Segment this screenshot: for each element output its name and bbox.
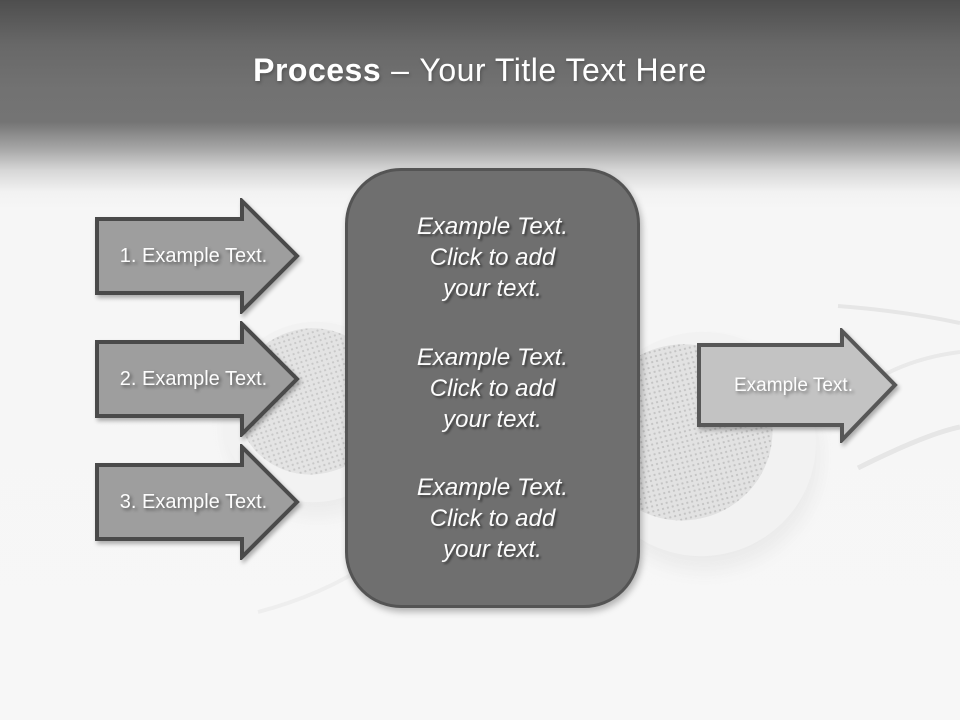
step-arrow-2-label: 2. Example Text. bbox=[119, 367, 268, 390]
panel-text-block-1[interactable]: Example Text. Click to add your text. bbox=[366, 211, 619, 304]
right-arrow-shape-icon bbox=[697, 328, 898, 443]
center-text-panel[interactable]: Example Text. Click to add your text. Ex… bbox=[345, 168, 640, 608]
slide-title-dash: – bbox=[391, 52, 410, 88]
panel-text-line: Example Text. bbox=[416, 213, 569, 240]
panel-text-line: Click to add bbox=[429, 244, 556, 271]
slide-title-keyword: Process bbox=[253, 52, 382, 88]
panel-text-block-3[interactable]: Example Text. Click to add your text. bbox=[366, 472, 619, 565]
output-arrow-label: Example Text. bbox=[734, 374, 853, 396]
right-arrow-shape-icon bbox=[95, 444, 300, 560]
panel-text-line: Example Text. bbox=[416, 343, 569, 371]
panel-text-block-2[interactable]: Example Text. Click to add your text. bbox=[366, 342, 619, 435]
step-arrow-1-label: 1. Example Text. bbox=[119, 244, 268, 267]
output-arrow[interactable]: Example Text. bbox=[697, 328, 898, 443]
panel-text-line: your text. bbox=[443, 536, 542, 563]
step-arrow-3-label: 3. Example Text. bbox=[119, 490, 268, 513]
right-arrow-shape-icon bbox=[95, 198, 300, 314]
slide-title-text: Your Title Text Here bbox=[419, 52, 707, 88]
step-arrow-3[interactable]: 3. Example Text. bbox=[95, 444, 300, 560]
slide-title: Process–Your Title Text Here bbox=[0, 52, 960, 89]
right-arrow-shape-icon bbox=[95, 321, 300, 437]
step-arrow-1[interactable]: 1. Example Text. bbox=[95, 198, 300, 314]
step-arrow-2[interactable]: 2. Example Text. bbox=[95, 321, 300, 437]
panel-text-line: your text. bbox=[443, 275, 542, 302]
panel-text-line: Click to add bbox=[429, 505, 556, 532]
panel-text-line: your text. bbox=[443, 405, 542, 433]
panel-text-line: Click to add bbox=[429, 374, 556, 402]
panel-text-line: Example Text. bbox=[416, 474, 569, 501]
